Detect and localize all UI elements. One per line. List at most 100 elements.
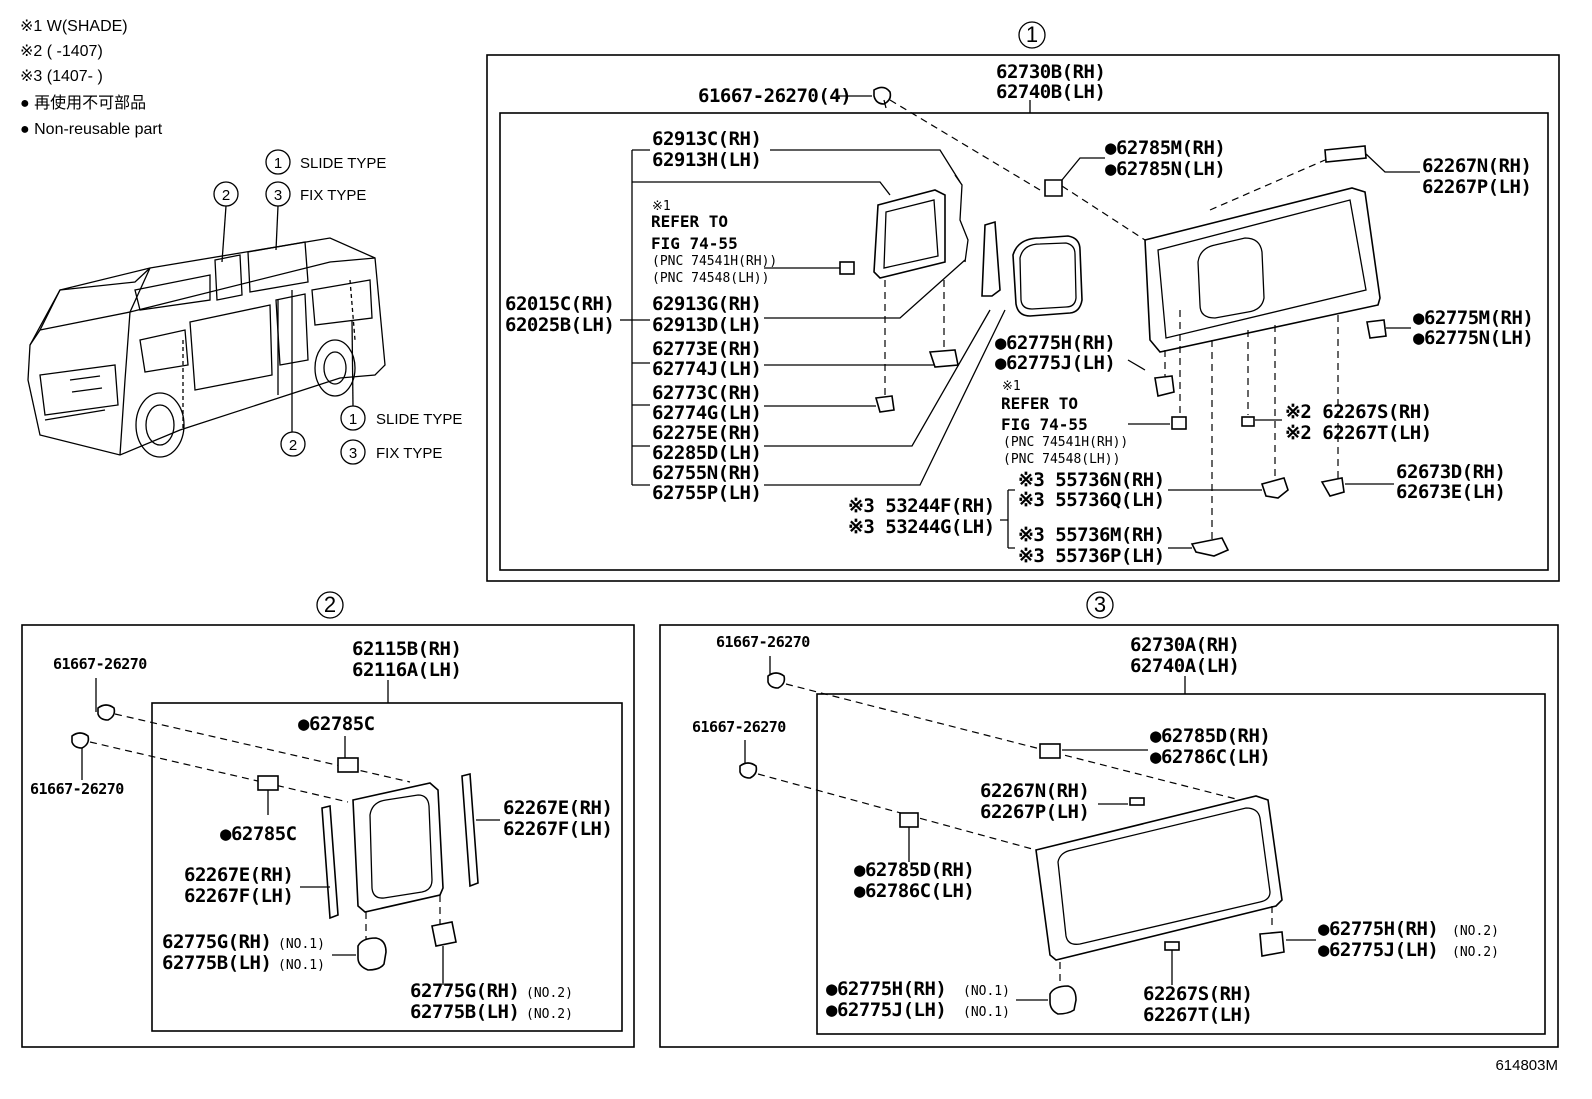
- svg-text:(NO.1): (NO.1): [278, 958, 325, 973]
- s3-62267N: 62267N(RH): [980, 780, 1089, 802]
- s2-cap-no2: [431, 921, 457, 947]
- s1-assy-rh: 62730B(RH): [996, 61, 1105, 83]
- svg-text:(PNC 74541H(RH)): (PNC 74541H(RH)): [652, 254, 777, 269]
- s1-62775J: ●62775J(LH): [995, 352, 1115, 374]
- van-callouts: 1 SLIDE TYPE 2 3 FIX TYPE 1 SLIDE TYPE 2…: [213, 149, 462, 465]
- s2-62775B-1: 62775B(LH): [162, 952, 271, 974]
- s3-62267T: 62267T(LH): [1143, 1004, 1252, 1026]
- s1-62267T: ※2 62267T(LH): [1285, 422, 1432, 444]
- legend-note-3: ※3 (1407- ): [20, 68, 103, 85]
- svg-text:62275E(RH): 62275E(RH): [652, 422, 761, 444]
- s1-side-window-frame: [839, 174, 1083, 413]
- svg-text:62774G(LH): 62774G(LH): [652, 402, 761, 424]
- s3-62775H-1: ●62775H(RH): [826, 978, 946, 1000]
- legend-nonreusable-jp: ● 再使用不可部品: [20, 94, 146, 112]
- s1-53244G: ※3 53244G(LH): [848, 516, 995, 538]
- svg-text:62015C(RH): 62015C(RH): [505, 293, 614, 315]
- s2-fixed-glass: [352, 782, 444, 913]
- s3-62775H-2: ●62775H(RH): [1318, 918, 1438, 940]
- s1-clip-icon: [873, 86, 892, 109]
- s3-clip-b-icon: [739, 762, 758, 779]
- s1-53244F: ※3 53244F(RH): [848, 495, 995, 517]
- section-2-outer-frame: [21, 624, 635, 1048]
- s3-fixed-glass: [1035, 795, 1283, 961]
- s3-cap-no2: [1259, 931, 1285, 957]
- legend-nonreusable-en: ● Non-reusable part: [20, 121, 163, 138]
- s1-bracket-b: [1190, 537, 1230, 557]
- s2-cap-no1: [357, 937, 387, 971]
- svg-text:※1: ※1: [1002, 379, 1021, 394]
- svg-text:62755P(LH): 62755P(LH): [652, 482, 761, 504]
- svg-text:62913C(RH): 62913C(RH): [652, 128, 761, 150]
- svg-text:1: 1: [349, 411, 357, 428]
- s2-62775G-1: 62775G(RH): [162, 931, 271, 953]
- s2-62785C-a: ●62785C: [298, 713, 375, 735]
- s3-62775J-1: ●62775J(LH): [826, 999, 946, 1021]
- slide-type-label-bottom: SLIDE TYPE: [376, 411, 462, 428]
- s3-62785D-b: ●62785D(RH): [854, 859, 974, 881]
- s2-clip-a-icon: [97, 704, 116, 721]
- callout-1-top: [265, 149, 291, 175]
- callout-2-bottom: [280, 431, 306, 457]
- callout-3-top: [265, 181, 291, 207]
- s1-62267P: 62267P(LH): [1422, 176, 1531, 198]
- svg-text:(PNC 74541H(RH)): (PNC 74541H(RH)): [1003, 435, 1128, 450]
- fix-type-label-bottom: FIX TYPE: [376, 445, 442, 462]
- legend: ※1 W(SHADE) ※2 ( -1407) ※3 (1407- ) ● 再使…: [20, 18, 163, 138]
- section-3-fix-type: 3 62730A(RH) 62740A(LH) 61667-26270 6166…: [659, 591, 1559, 1048]
- s1-cap-right: [1366, 319, 1387, 339]
- s1-62785M: ●62785M(RH): [1105, 137, 1225, 159]
- svg-text:(NO.2): (NO.2): [526, 986, 573, 1001]
- s2-62775G-2: 62775G(RH): [410, 980, 519, 1002]
- s1-55736M: ※3 55736M(RH): [1018, 524, 1165, 546]
- s1-62775N: ●62775N(LH): [1413, 327, 1533, 349]
- svg-text:2: 2: [324, 592, 336, 617]
- svg-text:62285D(LH): 62285D(LH): [652, 442, 761, 464]
- section-2-fix-type: 2 62115B(RH) 62116A(LH) 61667-26270 6166…: [21, 591, 635, 1048]
- s2-clip-b: 61667-26270: [30, 780, 124, 798]
- s1-left-labels: 62913C(RH) 62913H(LH) ※1 REFER TO FIG 74…: [505, 128, 777, 504]
- s2-62775B-2: 62775B(LH): [410, 1001, 519, 1023]
- section-3-outer-frame: [659, 624, 1559, 1048]
- svg-text:3: 3: [349, 445, 357, 462]
- s3-62786C-b: ●62786C(LH): [854, 880, 974, 902]
- s2-clip-b-icon: [71, 732, 90, 749]
- section-1-inner-frame: [499, 112, 1549, 571]
- s1-clip: 61667-26270(4): [698, 85, 851, 107]
- s1-slide-glass: [1012, 235, 1083, 317]
- s1-62673-part: [1320, 477, 1345, 497]
- s2-62267E-left: 62267E(RH): [184, 864, 293, 886]
- svg-text:(NO.2): (NO.2): [1452, 945, 1499, 960]
- svg-text:FIG 74-55: FIG 74-55: [651, 234, 738, 253]
- s1-small-block: [839, 261, 855, 275]
- s1-bracket-a: [1260, 477, 1289, 499]
- svg-text:3: 3: [1094, 592, 1106, 617]
- s1-cap-left: [1154, 375, 1175, 397]
- s3-62775J-2: ●62775J(LH): [1318, 939, 1438, 961]
- section-2-marker: [316, 591, 344, 619]
- s1-left-leaders: [620, 149, 1006, 486]
- s2-clip-a: 61667-26270: [53, 655, 147, 673]
- s1-glass-assy: [1044, 145, 1381, 353]
- s3-assy-lh: 62740A(LH): [1130, 655, 1239, 677]
- fix-type-label-top: FIX TYPE: [300, 187, 366, 204]
- svg-text:2: 2: [222, 187, 230, 204]
- svg-text:62773E(RH): 62773E(RH): [652, 338, 761, 360]
- svg-text:REFER TO: REFER TO: [651, 212, 728, 231]
- s1-assy-lh: 62740B(LH): [996, 81, 1105, 103]
- s3-62267S: 62267S(RH): [1143, 983, 1252, 1005]
- legend-note-2: ※2 ( -1407): [20, 43, 103, 60]
- s1-55736Q: ※3 55736Q(LH): [1018, 489, 1165, 511]
- s2-molding-left: [321, 804, 339, 920]
- s2-62267E-right: 62267E(RH): [503, 797, 612, 819]
- svg-text:62913G(RH): 62913G(RH): [652, 293, 761, 315]
- svg-text:62774J(LH): 62774J(LH): [652, 358, 761, 380]
- s1-clip-block: [1044, 179, 1063, 197]
- s3-clip-b: 61667-26270: [692, 718, 786, 736]
- svg-text:(NO.1): (NO.1): [963, 1005, 1010, 1020]
- s2-clip-block-a: [337, 757, 359, 773]
- s2-assy-rh: 62115B(RH): [352, 638, 461, 660]
- s3-clip-block-a: [1039, 743, 1061, 759]
- legend-note-1: ※1 W(SHADE): [20, 18, 128, 35]
